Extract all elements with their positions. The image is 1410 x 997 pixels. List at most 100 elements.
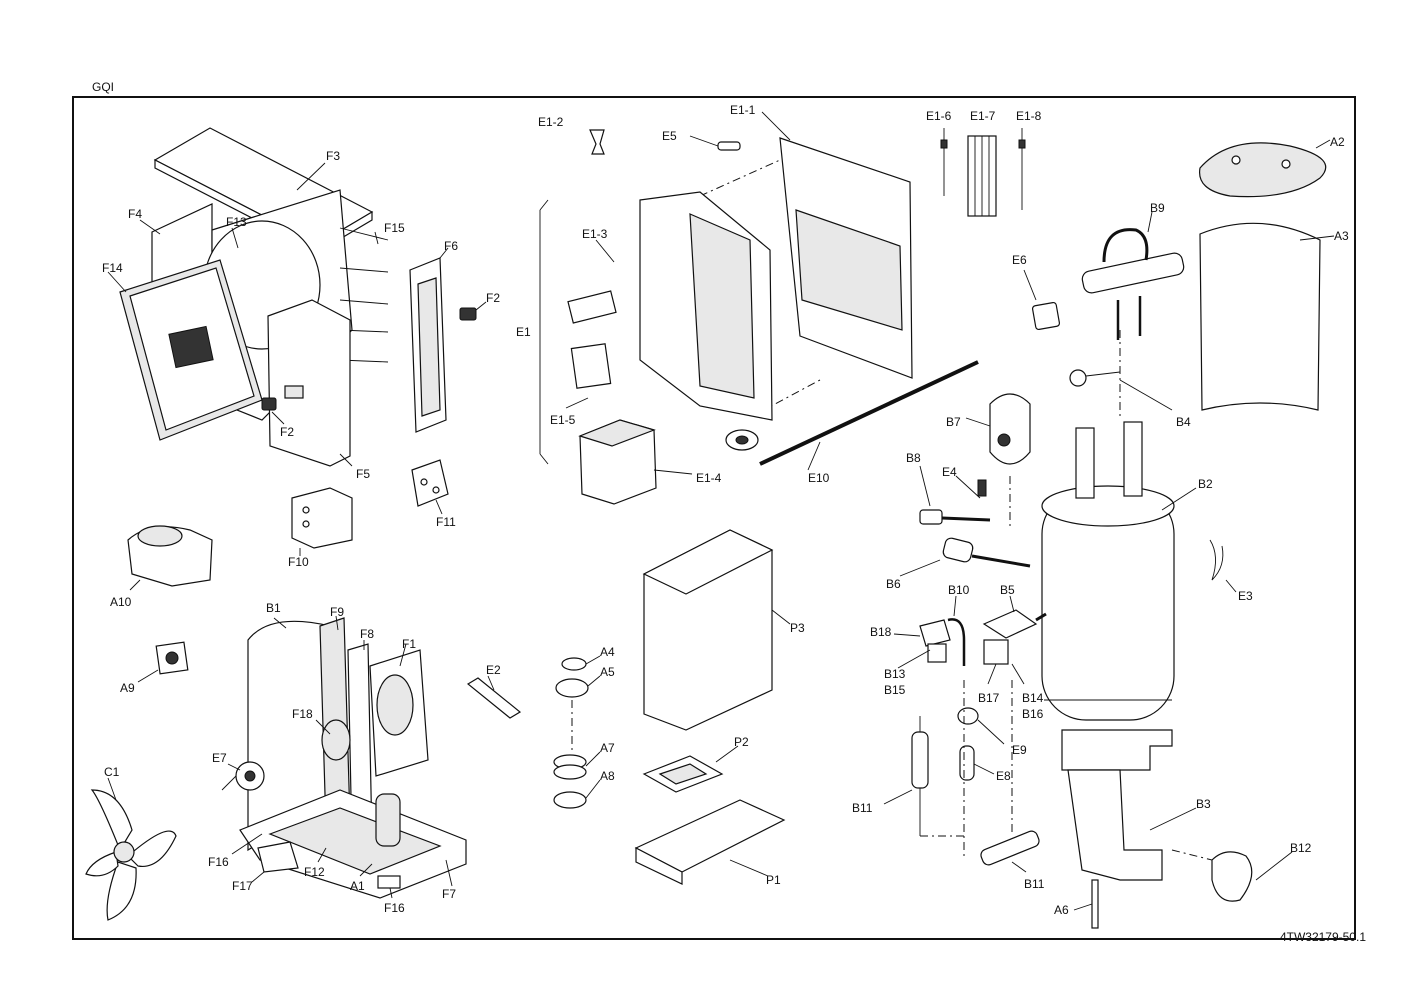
label-e1-2: E1-2	[538, 115, 564, 129]
label-f16-bottom: F16	[384, 901, 405, 915]
label-f2-top: F2	[486, 291, 500, 305]
label-p1: P1	[766, 873, 781, 887]
label-a2: A2	[1330, 135, 1345, 149]
label-f7: F7	[442, 887, 456, 901]
label-f1: F1	[402, 637, 416, 651]
label-a8: A8	[600, 769, 615, 783]
pressure-switch-b6	[899, 537, 1031, 577]
label-f15: F15	[384, 221, 405, 235]
filter-b11-bottom	[980, 830, 1040, 873]
bracket-f11	[411, 459, 449, 515]
side-panel-f5	[267, 299, 353, 467]
label-e1-5: E1-5	[550, 413, 576, 427]
label-b6: B6	[886, 577, 901, 591]
label-f4: F4	[128, 207, 142, 221]
page-code: GQI	[92, 80, 115, 94]
label-e1-7: E1-7	[970, 109, 996, 123]
label-f3: F3	[326, 149, 340, 163]
sound-blanket-a3	[1199, 222, 1335, 411]
sensor-e4	[955, 475, 987, 499]
label-f12: F12	[304, 865, 325, 879]
label-b1: B1	[266, 601, 281, 615]
label-f14: F14	[102, 261, 123, 275]
thermistor-e1-6	[940, 128, 948, 196]
label-c1: C1	[104, 765, 120, 779]
label-b7: B7	[946, 415, 961, 429]
accumulator-b7	[965, 393, 1031, 465]
label-a3: A3	[1334, 229, 1349, 243]
cap-b17	[987, 663, 997, 685]
insulation-f18	[315, 719, 351, 761]
valve-b8	[919, 465, 991, 525]
label-f10: F10	[288, 555, 309, 569]
stop-valve-b10	[947, 595, 966, 666]
base-frame-f12	[239, 789, 467, 899]
clip-e3	[1209, 539, 1237, 593]
packing-box-p3	[642, 529, 791, 731]
label-e1-1: E1-1	[730, 103, 756, 117]
switch-box-e1	[539, 191, 773, 465]
label-b10: B10	[948, 583, 970, 597]
compressor-b2	[1041, 421, 1197, 721]
filter-b11-left	[883, 716, 929, 836]
propeller-fan-c1	[85, 777, 177, 921]
label-e10: E10	[808, 471, 830, 485]
service-cover-f6	[409, 247, 449, 433]
label-e8: E8	[996, 769, 1011, 783]
valve-b4	[1069, 369, 1173, 411]
label-f6: F6	[444, 239, 458, 253]
label-f11: F11	[436, 515, 456, 529]
label-b13: B13	[884, 667, 906, 681]
stop-valve-b18	[893, 619, 951, 663]
label-f16-left: F16	[208, 855, 229, 869]
spring-a7	[553, 751, 601, 780]
plug-f2-top	[459, 301, 487, 321]
cap-a9	[137, 641, 189, 683]
label-b15: B15	[884, 683, 906, 697]
label-e6: E6	[1012, 253, 1027, 267]
label-a7: A7	[600, 741, 615, 755]
mounting-plate-f1	[369, 643, 429, 777]
label-f17: F17	[232, 879, 253, 893]
label-e5: E5	[662, 129, 677, 143]
label-e1: E1	[516, 325, 531, 339]
label-b14: B14	[1022, 691, 1044, 705]
sensor-housing-a10	[127, 525, 213, 591]
mounting-spacer-a4	[561, 655, 601, 671]
label-a6: A6	[1054, 903, 1069, 917]
label-a1: A1	[350, 879, 365, 893]
harness-e1-7	[967, 135, 997, 217]
fuse-e5	[689, 135, 741, 151]
cap-b14	[1011, 663, 1025, 685]
label-b12: B12	[1290, 841, 1312, 855]
label-p2: P2	[734, 735, 749, 749]
label-b4: B4	[1176, 415, 1191, 429]
label-b16: B16	[1022, 707, 1044, 721]
label-e3: E3	[1238, 589, 1253, 603]
label-f9: F9	[330, 605, 344, 619]
label-b11-left: B11	[852, 801, 873, 815]
terminal-block-e1-3	[567, 239, 617, 324]
label-p3: P3	[790, 621, 805, 635]
top-cover-a2	[1198, 139, 1331, 198]
terminal-e1-5	[565, 343, 612, 409]
bracket-b3	[1061, 729, 1197, 881]
label-a9: A9	[120, 681, 135, 695]
label-a4: A4	[600, 645, 615, 659]
expansion-valve-e8	[959, 745, 995, 781]
fuse-holder-e1-2	[589, 129, 605, 155]
bushing-a5	[555, 675, 601, 698]
label-e1-4: E1-4	[696, 471, 722, 485]
label-b9: B9	[1150, 201, 1165, 215]
label-b8: B8	[906, 451, 921, 465]
label-f18: F18	[292, 707, 313, 721]
label-b2: B2	[1198, 477, 1213, 491]
foot-f16-bottom	[377, 875, 401, 899]
rail-f7	[445, 859, 453, 887]
document-number: 4TW32179-50.1	[1279, 930, 1366, 944]
bracket-f10	[291, 487, 353, 556]
label-b5: B5	[1000, 583, 1015, 597]
thermistor-e1-8	[1018, 128, 1026, 210]
label-b3: B3	[1196, 797, 1211, 811]
